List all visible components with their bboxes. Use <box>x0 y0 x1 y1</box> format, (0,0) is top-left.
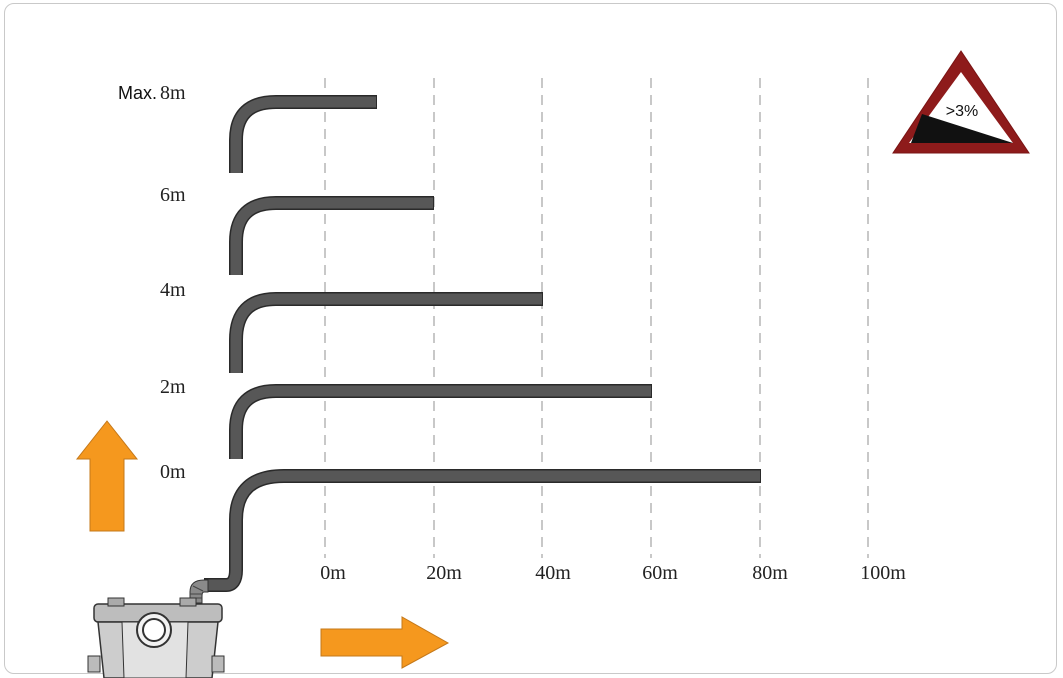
diagram-frame <box>4 3 1057 674</box>
height-label-6m: 6m <box>160 184 186 206</box>
pipe-4m <box>229 292 543 373</box>
pipe-2m <box>229 384 652 459</box>
pump-unit-icon <box>87 597 225 678</box>
slope-percentage-label: >3% <box>946 103 978 120</box>
slope-warning-sign-icon <box>892 50 1030 154</box>
pipe-0m <box>204 469 761 592</box>
height-label-8m: 8m <box>160 82 186 104</box>
distance-label-60m: 60m <box>642 562 678 584</box>
distance-label-0m: 0m <box>320 562 346 584</box>
height-labels: Max. 8m 6m 4m 2m 0m <box>118 82 186 483</box>
distance-label-20m: 20m <box>426 562 462 584</box>
distance-gridlines <box>324 78 869 558</box>
height-label-4m: 4m <box>160 279 186 301</box>
distance-label-80m: 80m <box>752 562 788 584</box>
height-label-max-prefix: Max. <box>118 83 157 103</box>
up-arrow-icon <box>75 420 139 532</box>
distance-label-100m: 100m <box>860 562 906 584</box>
height-label-2m: 2m <box>160 376 186 398</box>
distance-labels: 0m 20m 40m 60m 80m 100m <box>320 562 906 584</box>
pipe-6m <box>229 196 434 275</box>
right-arrow-icon <box>320 616 450 669</box>
pipe-8m <box>229 95 377 173</box>
height-label-0m: 0m <box>160 461 186 483</box>
distance-label-40m: 40m <box>535 562 571 584</box>
